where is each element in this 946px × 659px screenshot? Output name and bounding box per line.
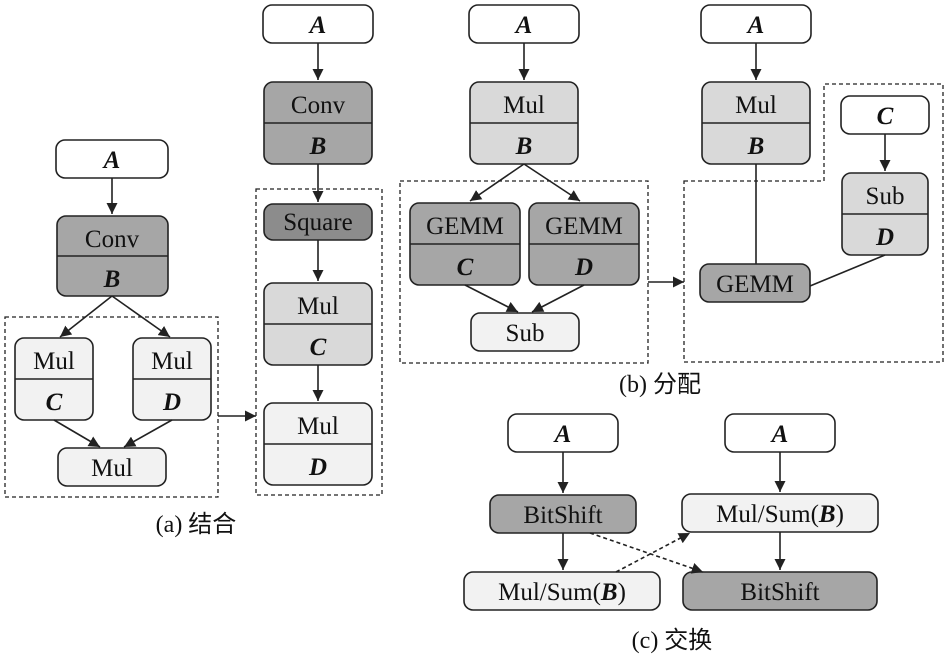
- caption-a: (a) 结合: [156, 511, 237, 538]
- square-label: Square: [283, 209, 352, 236]
- mul-label: Mul: [297, 293, 339, 320]
- edge: [464, 284, 519, 313]
- sub-node: [470, 312, 580, 352]
- gemm-param: C: [457, 254, 474, 281]
- edge: [59, 295, 113, 338]
- mul-param: C: [310, 334, 327, 361]
- mul-label: Mul: [503, 92, 545, 119]
- mul-param: B: [747, 133, 765, 160]
- sub-param: D: [875, 224, 894, 251]
- mul-param: D: [162, 389, 181, 416]
- pattern-region-a-right: [255, 188, 383, 496]
- conv-label: Conv: [291, 92, 346, 119]
- edge: [531, 284, 585, 313]
- mul-label: Mul: [297, 413, 339, 440]
- pattern-region-b-right: [683, 83, 944, 363]
- mul-output-label: Mul: [91, 455, 133, 482]
- edge: [809, 254, 886, 287]
- panel-b: A Mul B GEMM C GEMM D Sub A Mul B C Sub: [399, 4, 944, 398]
- conv-param: B: [309, 133, 327, 160]
- gemm-label: GEMM: [545, 213, 623, 240]
- caption-c: (c) 交换: [632, 627, 713, 654]
- edge: [111, 295, 171, 338]
- mulsum-label: Mul/Sum(B): [716, 501, 844, 528]
- mul-label: Mul: [735, 92, 777, 119]
- pattern-region-b-left: [399, 180, 649, 364]
- edge: [123, 419, 173, 448]
- pattern-region-a-left: [4, 316, 219, 498]
- mul-output-node: [57, 447, 167, 487]
- gemm-label: GEMM: [716, 271, 794, 298]
- mul-label: Mul: [151, 348, 193, 375]
- conv-param: B: [103, 266, 121, 293]
- input-label: A: [102, 147, 121, 174]
- edge: [53, 419, 101, 448]
- bitshift-label: BitShift: [740, 579, 819, 606]
- mul-param: B: [515, 133, 533, 160]
- caption-b: (b) 分配: [619, 371, 701, 398]
- mul-label: Mul: [33, 348, 75, 375]
- swap-edge: [589, 532, 704, 574]
- gemm-label: GEMM: [426, 213, 504, 240]
- conv-label: Conv: [85, 226, 140, 253]
- gemm-node: [699, 263, 811, 303]
- mul-param: C: [46, 389, 63, 416]
- mulsum-label: Mul/Sum(B): [498, 579, 626, 606]
- bitshift-node: [682, 571, 878, 611]
- sub-label: Sub: [506, 320, 545, 347]
- input-label: A: [770, 421, 789, 448]
- input-label: C: [877, 103, 894, 130]
- edge: [469, 163, 525, 202]
- sub-label: Sub: [866, 183, 905, 210]
- panel-c: A BitShift Mul/Sum(B) A Mul/Sum(B) BitSh…: [463, 413, 879, 654]
- input-label: A: [514, 12, 533, 39]
- mulsum-node: [463, 571, 661, 611]
- panel-a: A Conv B Mul C Mul D Mul A Conv B: [4, 4, 383, 538]
- input-label: A: [746, 12, 765, 39]
- edge: [523, 163, 581, 202]
- gemm-param: D: [574, 254, 593, 281]
- input-label: A: [308, 12, 327, 39]
- mul-param: D: [308, 454, 327, 481]
- input-label: A: [553, 421, 572, 448]
- bitshift-label: BitShift: [523, 502, 602, 529]
- swap-edge: [615, 532, 691, 573]
